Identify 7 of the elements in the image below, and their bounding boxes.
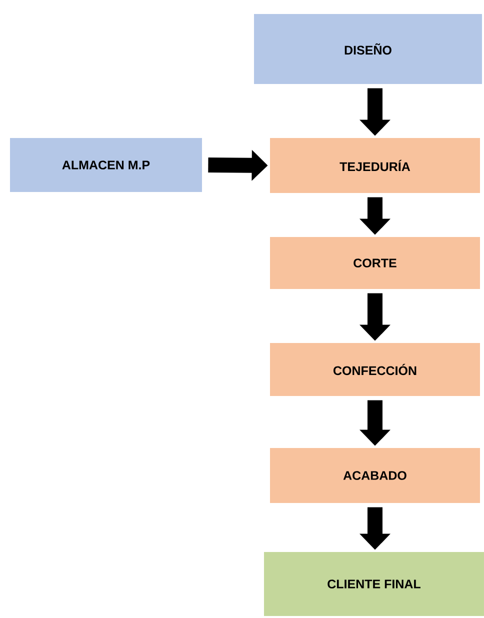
process-box: CLIENTE FINAL: [264, 552, 484, 616]
process-box: ACABADO: [270, 448, 480, 503]
process-box: CONFECCIÓN: [270, 343, 480, 396]
process-box: DISEÑO: [254, 14, 482, 84]
process-box: ALMACEN M.P: [10, 138, 202, 192]
process-box: TEJEDURÍA: [270, 138, 480, 193]
process-box: CORTE: [270, 237, 480, 289]
